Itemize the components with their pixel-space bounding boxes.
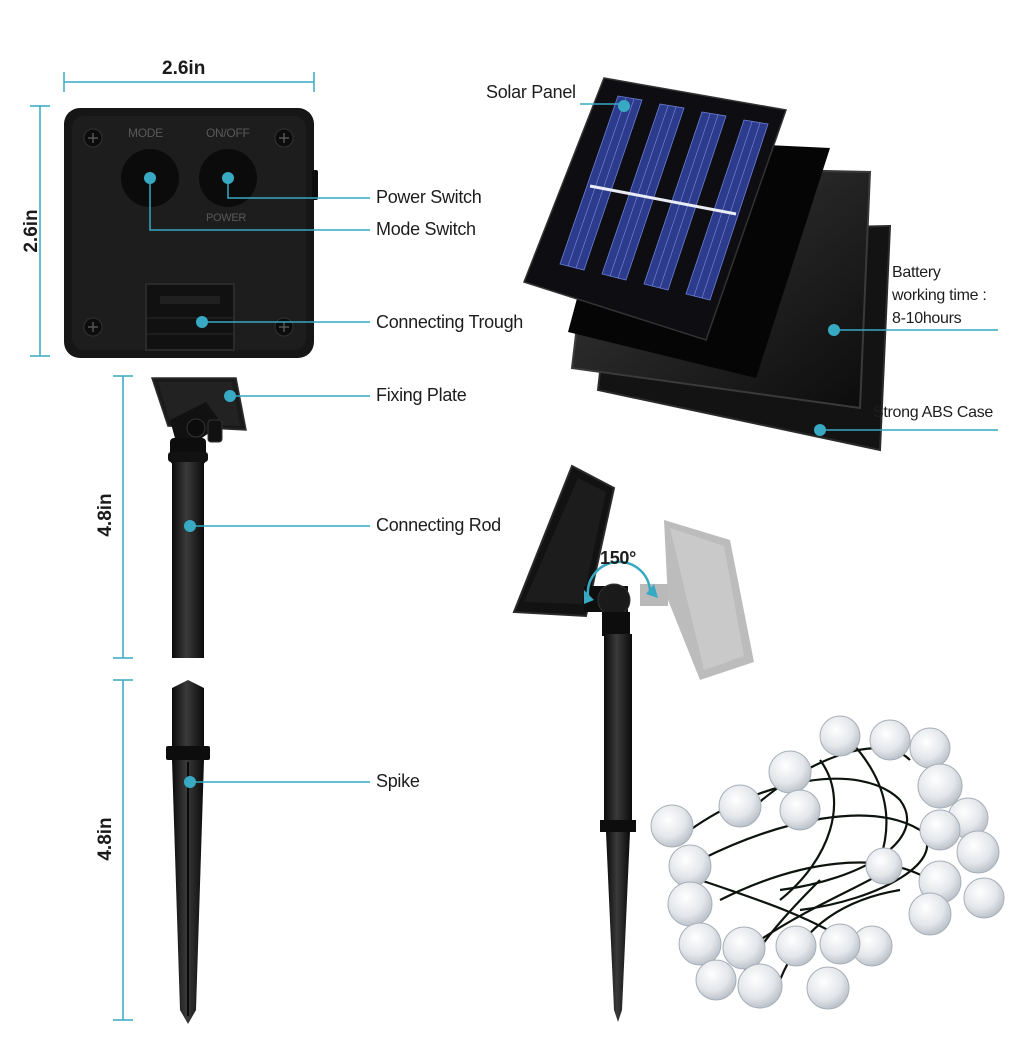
dim-label-rod-height: 4.8in [95, 493, 116, 537]
fixing-plate-assembly [150, 377, 247, 464]
dim-line-spike-height [113, 679, 133, 1021]
label-battery-line3: 8-10hours [892, 310, 962, 327]
label-spike: Spike [376, 771, 420, 791]
dim-label-spike-height: 4.8in [95, 817, 116, 861]
spike [166, 680, 210, 1024]
callout-dots-right [618, 100, 840, 436]
dim-label-box-width: 2.6in [162, 58, 206, 79]
bulb-string [650, 715, 1005, 1010]
rotation-arc [584, 560, 658, 604]
exploded-solar-unit [523, 77, 892, 452]
controller-box [64, 108, 318, 358]
stake-rod [600, 634, 636, 1022]
onoff-engraving: ON/OFF [206, 126, 250, 140]
rotating-panel-ghost [640, 520, 754, 680]
label-connecting-trough: Connecting Trough [376, 312, 524, 332]
bulbs [650, 715, 1005, 1010]
label-solar-panel: Solar Panel [486, 82, 576, 102]
rotating-panel [512, 464, 631, 636]
label-fixing-plate: Fixing Plate [376, 385, 467, 405]
dim-line-box-height [30, 105, 50, 357]
label-power-switch: Power Switch [376, 187, 482, 207]
power-engraving: POWER [206, 212, 247, 224]
mode-engraving: MODE [128, 126, 163, 140]
label-rotation-angle: 150° [600, 548, 637, 568]
dim-line-box-width [63, 72, 315, 92]
callout-lines-left [149, 178, 370, 783]
label-mode-switch: Mode Switch [376, 219, 476, 239]
label-battery-line1: Battery [892, 264, 941, 281]
dim-line-rod-height [113, 375, 133, 659]
dim-label-box-height: 2.6in [21, 209, 42, 253]
callout-dots-left [144, 172, 236, 788]
label-connecting-rod: Connecting Rod [376, 515, 501, 535]
label-abs-case: Strong ABS Case [873, 404, 994, 421]
connecting-rod [168, 452, 208, 658]
label-battery-line2: working time : [892, 287, 987, 304]
trough [145, 283, 235, 351]
